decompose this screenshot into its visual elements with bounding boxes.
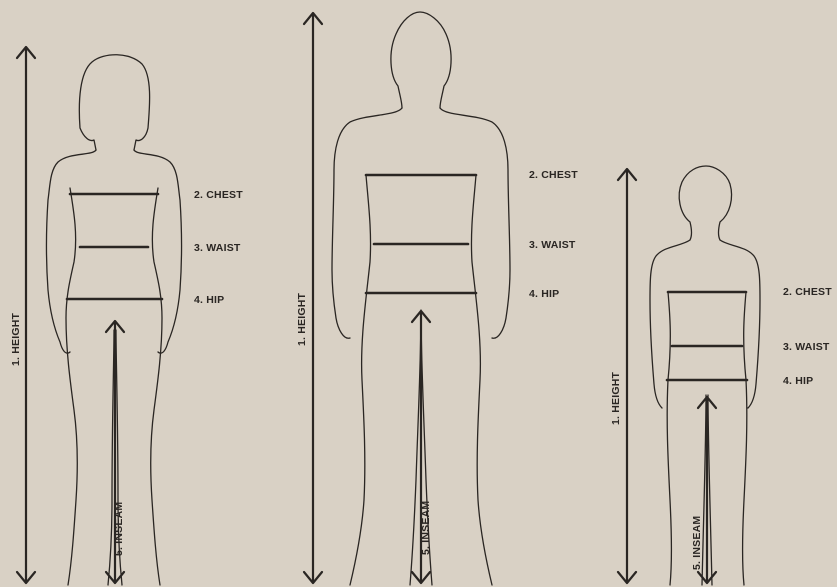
child-waist-label: 3. WAIST: [783, 341, 830, 353]
man-waist-label: 3. WAIST: [529, 239, 576, 251]
woman-waist-label: 3. WAIST: [194, 242, 241, 254]
woman-hair-outline: [79, 55, 149, 150]
child-figure: 2. CHEST 3. WAIST 4. HIP 1. HEIGHT 5. IN…: [610, 166, 832, 585]
child-head-outline: [679, 166, 731, 240]
man-inseam-label: 5. INSEAM: [420, 501, 432, 555]
woman-chest-label: 2. CHEST: [194, 189, 243, 201]
child-chest-label: 2. CHEST: [783, 286, 832, 298]
man-hip-label: 4. HIP: [529, 288, 559, 300]
child-hip-label: 4. HIP: [783, 375, 813, 387]
woman-inseam-label: 5. INSEAM: [113, 502, 125, 556]
man-height-label: 1. HEIGHT: [296, 292, 308, 346]
woman-hip-label: 4. HIP: [194, 294, 224, 306]
woman-figure: 2. CHEST 3. WAIST 4. HIP 1. HEIGHT 5. IN…: [10, 47, 243, 585]
man-head-outline: [391, 12, 451, 108]
woman-height-label: 1. HEIGHT: [10, 312, 22, 366]
man-figure: 2. CHEST 3. WAIST 4. HIP 1. HEIGHT 5. IN…: [296, 12, 578, 585]
child-height-label: 1. HEIGHT: [610, 371, 622, 425]
man-chest-label: 2. CHEST: [529, 169, 578, 181]
child-inseam-label: 5. INSEAM: [691, 516, 703, 570]
